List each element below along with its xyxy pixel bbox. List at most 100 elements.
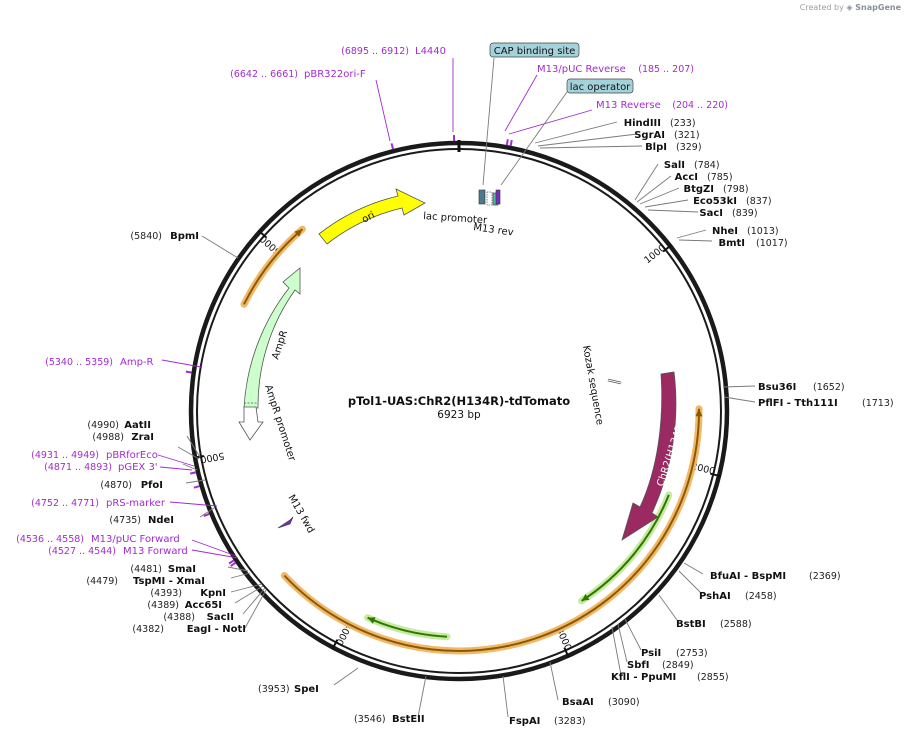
leader-line <box>227 566 249 572</box>
enzyme-site-label[interactable]: Eco53kI <box>693 196 737 207</box>
primer-range: (4931 .. 4949) <box>31 450 99 461</box>
orange-arc-left[interactable] <box>243 228 304 305</box>
enzyme-site-label[interactable]: SgrAI <box>634 130 665 141</box>
enzyme-site-label[interactable]: SacI <box>699 208 723 219</box>
primer-range: (204 .. 220) <box>672 100 728 111</box>
enzyme-site-label[interactable]: NheI <box>712 226 738 237</box>
kozak-inner <box>607 379 622 384</box>
snapgene-logo: ◈ SnapGene <box>846 3 901 12</box>
enzyme-site-label[interactable]: KflI - PpuMI <box>611 672 676 683</box>
enzyme-site-label[interactable]: SalI <box>664 160 685 171</box>
enzyme-site-label[interactable]: BlpI <box>645 142 667 153</box>
leader-line <box>676 229 707 239</box>
enzyme-site-position: (837) <box>746 196 772 207</box>
primer-label[interactable]: M13 Forward <box>123 546 188 557</box>
leader-line <box>201 235 239 259</box>
chr2-feature[interactable] <box>621 371 677 541</box>
enzyme-site-position: (4735) <box>109 515 141 526</box>
cap-binding-site-box[interactable] <box>489 42 580 58</box>
leader-line <box>537 133 638 147</box>
primer-mark <box>228 559 235 565</box>
enzyme-site-label[interactable]: SpeI <box>294 684 319 695</box>
leader-line <box>230 583 263 593</box>
enzyme-site-label[interactable]: BmtI <box>718 238 745 249</box>
enzyme-site-label[interactable]: SbfI <box>627 660 649 671</box>
primer-range: (5340 .. 5359) <box>45 357 113 368</box>
lac-operator-block[interactable] <box>486 191 493 206</box>
enzyme-site-label[interactable]: PflFI - Tth111I <box>758 398 838 409</box>
leader-line <box>185 479 206 484</box>
primer-label[interactable]: pGEX 3' <box>118 462 158 473</box>
m13-rev-block[interactable] <box>495 189 501 205</box>
primer-mark <box>509 139 513 147</box>
lac-promoter-label: lac promoter <box>423 211 488 226</box>
enzyme-site-label[interactable]: BstBI <box>676 619 706 630</box>
enzyme-site-position: (798) <box>723 184 749 195</box>
enzyme-site-position: (1017) <box>756 238 788 249</box>
leader-line <box>636 175 672 203</box>
enzyme-site-label[interactable]: NdeI <box>148 515 174 526</box>
enzyme-site-position: (2588) <box>720 619 752 630</box>
primer-range: (4752 .. 4771) <box>31 498 99 509</box>
m13-fwd-feature[interactable] <box>277 516 294 529</box>
ori-label: ori <box>360 210 377 226</box>
enzyme-site-label[interactable]: AatII <box>124 420 151 431</box>
enzyme-site-label[interactable]: BsaAI <box>562 697 594 708</box>
enzyme-site-label[interactable]: PshAI <box>699 591 731 602</box>
primer-label[interactable]: pBR322ori-F <box>304 69 366 80</box>
enzyme-site-position: (2458) <box>745 591 777 602</box>
lac-operator-box[interactable] <box>566 78 634 94</box>
enzyme-site-label[interactable]: TspMI - XmaI <box>133 576 205 587</box>
leader-line <box>534 121 618 144</box>
ampr-feature[interactable] <box>243 267 301 409</box>
primer-label[interactable]: M13/pUC Forward <box>91 534 180 545</box>
primer-mark <box>505 139 509 146</box>
enzyme-site-position: (3546) <box>354 714 386 725</box>
enzyme-site-label[interactable]: ZraI <box>131 432 154 443</box>
enzyme-site-label[interactable]: BpmI <box>170 231 199 242</box>
enzyme-site-label[interactable]: BstEII <box>392 714 425 725</box>
green-arc-right[interactable] <box>581 494 670 602</box>
tdtomato-arc[interactable] <box>283 408 701 652</box>
primer-label[interactable]: pRS-marker <box>106 498 166 509</box>
primer-label[interactable]: M13 Reverse <box>596 100 661 111</box>
tick-mark <box>710 472 722 478</box>
enzyme-site-label[interactable]: PsiI <box>641 648 661 659</box>
enzyme-site-label[interactable]: EagI - NotI <box>187 624 246 635</box>
green-arc-bottom-arrowhead <box>367 617 376 624</box>
snapgene-credit: Created by ◈ SnapGene <box>800 3 901 12</box>
enzyme-site-label[interactable]: Acc65I <box>185 600 222 611</box>
credit-brand: SnapGene <box>855 3 901 12</box>
ori-feature[interactable] <box>318 188 426 245</box>
feature-arcs <box>185 135 703 655</box>
enzyme-site-label[interactable]: SacII <box>207 612 234 623</box>
leader-line <box>242 587 266 615</box>
leader-line <box>169 501 218 507</box>
enzyme-site-label[interactable]: PfoI <box>141 480 163 491</box>
primer-label[interactable]: M13/pUC Reverse <box>537 64 626 75</box>
enzyme-site-label[interactable]: KpnI <box>200 588 226 599</box>
primer-label[interactable]: Amp-R <box>120 357 154 368</box>
leader-line <box>482 57 495 186</box>
primer-mark <box>203 512 210 517</box>
enzyme-site-label[interactable]: FspAI <box>509 716 540 727</box>
enzyme-site-label[interactable]: BtgZI <box>683 184 714 195</box>
lac-promoter-block[interactable] <box>478 189 486 205</box>
primer-label[interactable]: pBRforEco <box>106 450 158 461</box>
primer-range: (6895 .. 6912) <box>341 46 409 57</box>
enzyme-site-label[interactable]: SmaI <box>168 564 196 575</box>
enzyme-site-position: (4870) <box>100 480 132 491</box>
enzyme-site-position: (2369) <box>809 571 841 582</box>
enzyme-site-position: (5840) <box>130 231 162 242</box>
enzyme-site-label[interactable]: AccI <box>675 172 698 183</box>
leader-line <box>508 109 593 135</box>
primer-label[interactable]: L4440 <box>415 46 446 57</box>
enzyme-site-position: (4382) <box>132 624 164 635</box>
ampr-promoter-feature[interactable] <box>238 406 264 441</box>
enzyme-site-label[interactable]: Bsu36I <box>758 382 796 393</box>
enzyme-site-label[interactable]: BfuAI - BspMI <box>710 571 786 582</box>
tick-label: 1000 <box>642 243 668 267</box>
enzyme-site-label[interactable]: HindIII <box>624 118 661 129</box>
plasmid-title: pTol1-UAS:ChR2(H134R)-tdTomato <box>348 394 570 408</box>
primer-mark <box>189 471 197 475</box>
